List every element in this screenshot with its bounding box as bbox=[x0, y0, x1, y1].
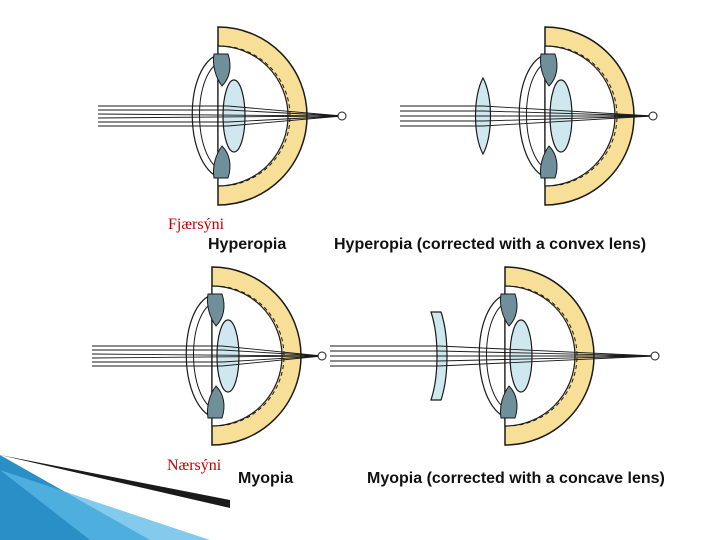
hyperopia-caption: Hyperopia bbox=[208, 236, 286, 254]
hyperopia-corrected-caption: Hyperopia (corrected with a convex lens) bbox=[334, 236, 646, 254]
myopia-note: Nærsýni bbox=[167, 457, 221, 475]
focal-point bbox=[649, 112, 657, 120]
panel-myopia bbox=[92, 267, 326, 445]
hyperopia-note: Fjærsýni bbox=[168, 216, 224, 234]
myopia-corrected-caption: Myopia (corrected with a concave lens) bbox=[367, 470, 665, 488]
panel-hyperopia bbox=[98, 27, 346, 205]
focal-point bbox=[651, 352, 659, 360]
panel-myopia-corrected bbox=[330, 267, 659, 445]
myopia-caption: Myopia bbox=[238, 470, 293, 488]
focal-point bbox=[338, 112, 346, 120]
focal-point bbox=[318, 352, 326, 360]
panel-hyperopia-corrected bbox=[400, 27, 657, 205]
